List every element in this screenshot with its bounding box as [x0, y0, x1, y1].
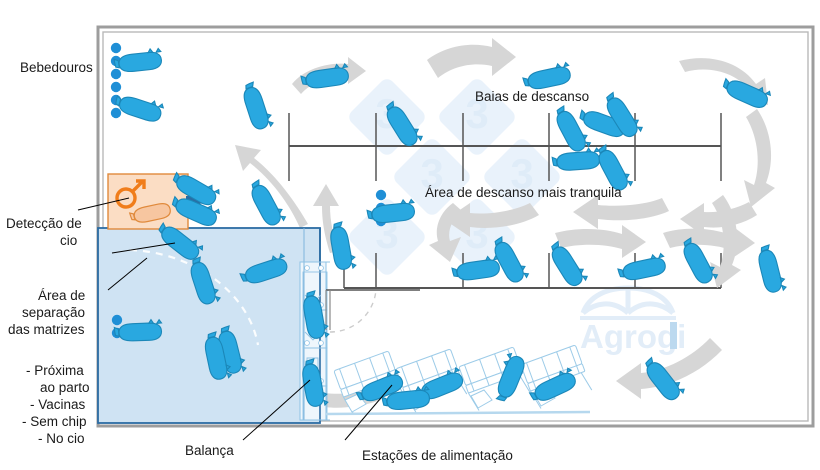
- male-symbol-icon: [115, 179, 146, 209]
- label-bullet-5: - No cio: [38, 431, 85, 446]
- label-feeding-stations: Estações de alimentação: [362, 448, 513, 463]
- watermark-3-glyph: 3: [465, 90, 488, 137]
- label-separation-line1: Área de: [38, 288, 85, 303]
- barn-outer-wall: [96, 25, 815, 428]
- feeding-stations: [325, 345, 593, 416]
- label-separation-line2: separação: [22, 305, 85, 320]
- leader-lines: [77, 197, 393, 441]
- label-drinkers: Bebedouros: [20, 60, 93, 75]
- label-heat-detection-line2: cio: [60, 233, 77, 248]
- label-quiet-resting-area: Área de descanso mais tranquila: [425, 185, 622, 200]
- watermark-3-glyph: 3: [510, 150, 533, 197]
- watermark-agrogi-text: Agrogi: [580, 318, 686, 355]
- label-heat-detection-line1: Detecção de: [6, 216, 82, 231]
- label-scale: Balança: [185, 443, 234, 458]
- watermark-3-glyph: 3: [420, 150, 443, 197]
- label-bullet-3: - Vacinas: [30, 397, 86, 412]
- label-bullet-4: - Sem chip: [22, 414, 87, 429]
- label-resting-pens: Baias de descanso: [475, 89, 589, 104]
- label-separation-line3: das matrizes: [8, 322, 85, 337]
- label-bullet-1: - Próxima: [26, 363, 84, 378]
- watermark-agrogi: Agrogi: [580, 285, 686, 355]
- label-bullet-2: ao parto: [40, 380, 90, 395]
- service-room: [325, 289, 420, 333]
- diagram-labels: Bebedouros Detecção de cio Área de separ…: [6, 60, 622, 463]
